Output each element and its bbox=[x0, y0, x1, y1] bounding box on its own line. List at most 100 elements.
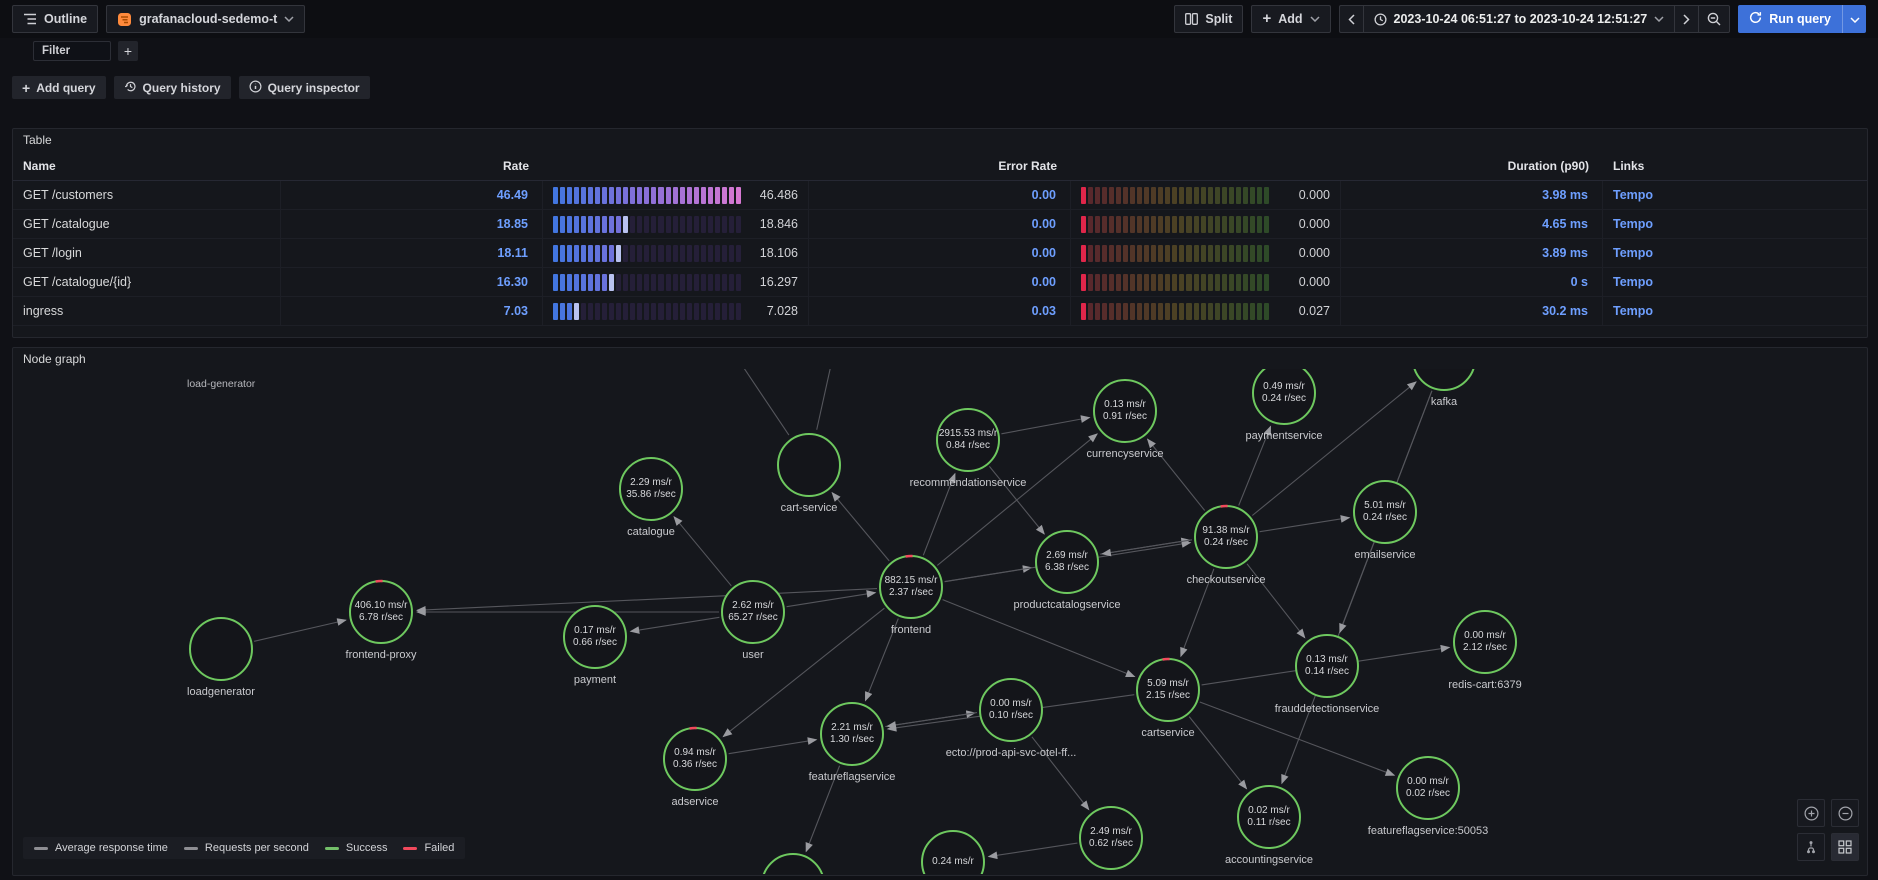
outline-button[interactable]: Outline bbox=[12, 5, 99, 33]
graph-node-arc-partial[interactable] bbox=[760, 852, 826, 874]
gauge-segment bbox=[553, 273, 559, 291]
run-query-button[interactable]: Run query bbox=[1738, 5, 1866, 33]
gauge-segment bbox=[700, 215, 706, 233]
col-links[interactable]: Links bbox=[1613, 158, 1645, 173]
duration-link[interactable]: 3.98 ms bbox=[1341, 181, 1603, 209]
zoom-out-button[interactable] bbox=[1831, 799, 1859, 827]
error-rate-link[interactable]: 0.00 bbox=[809, 181, 1071, 209]
graph-node-cart-service[interactable] bbox=[776, 432, 842, 498]
gauge-segment bbox=[1221, 186, 1227, 204]
gauge-segment bbox=[1193, 215, 1199, 233]
datasource-picker[interactable]: grafanacloud-sedemo-t bbox=[106, 5, 306, 33]
gauge-segment bbox=[1186, 302, 1192, 320]
error-rate-link[interactable]: 0.00 bbox=[809, 239, 1071, 267]
col-error-rate[interactable]: Error Rate bbox=[998, 158, 1057, 173]
col-duration[interactable]: Duration (p90) bbox=[1507, 158, 1589, 173]
error-rate-link[interactable]: 0.00 bbox=[809, 268, 1071, 296]
rate-gauge-cell: 16.297 bbox=[543, 268, 809, 296]
tempo-link[interactable]: Tempo bbox=[1613, 188, 1654, 202]
query-history-button[interactable]: Query history bbox=[113, 76, 231, 99]
rate-value-link[interactable]: 16.30 bbox=[281, 268, 543, 296]
layout-hierarchy-button[interactable] bbox=[1797, 833, 1825, 861]
gauge-segment bbox=[679, 215, 685, 233]
col-name[interactable]: Name bbox=[23, 158, 56, 173]
time-shift-back-button[interactable] bbox=[1338, 5, 1363, 33]
add-button[interactable]: + Add bbox=[1251, 5, 1331, 33]
tempo-link[interactable]: Tempo bbox=[1613, 275, 1654, 289]
time-shift-forward-button[interactable] bbox=[1674, 5, 1699, 33]
node-ring-icon bbox=[1353, 480, 1417, 544]
duration-link[interactable]: 4.65 ms bbox=[1341, 210, 1603, 238]
filter-field[interactable]: Filter bbox=[33, 41, 111, 61]
node-avg-response: 2.29 ms/r bbox=[630, 476, 672, 488]
gauge-segment bbox=[588, 186, 594, 204]
error-rate-link[interactable]: 0.03 bbox=[809, 297, 1071, 325]
node-req-per-sec: 0.36 r/sec bbox=[673, 759, 717, 770]
graph-node-node-024[interactable]: 0.24 ms/r bbox=[920, 829, 986, 874]
gauge-segment bbox=[728, 273, 734, 291]
gauge-segment bbox=[672, 186, 678, 204]
zoom-in-button[interactable] bbox=[1797, 799, 1825, 827]
tempo-link[interactable]: Tempo bbox=[1613, 246, 1654, 260]
grid-view-button[interactable] bbox=[1831, 833, 1859, 861]
duration-link[interactable]: 0 s bbox=[1341, 268, 1603, 296]
gauge-segment bbox=[1095, 215, 1101, 233]
chevron-down-icon bbox=[1310, 16, 1320, 22]
gauge-segment bbox=[700, 302, 706, 320]
query-inspector-button[interactable]: Query inspector bbox=[238, 76, 370, 99]
rate-value-link[interactable]: 46.49 bbox=[281, 181, 543, 209]
error-gauge-value: 0.000 bbox=[1298, 246, 1330, 260]
run-query-options[interactable] bbox=[1842, 5, 1866, 33]
col-rate[interactable]: Rate bbox=[502, 158, 529, 173]
tempo-link[interactable]: Tempo bbox=[1613, 304, 1654, 318]
zoom-out-time-button[interactable] bbox=[1698, 5, 1731, 33]
gauge-segment bbox=[700, 244, 706, 262]
graph-edge bbox=[416, 588, 878, 614]
split-button[interactable]: Split bbox=[1174, 5, 1244, 33]
node-req-per-sec: 0.91 r/sec bbox=[1103, 411, 1147, 422]
time-range-picker[interactable]: 2023-10-24 06:51:27 to 2023-10-24 12:51:… bbox=[1362, 5, 1675, 33]
rate-value-link[interactable]: 18.85 bbox=[281, 210, 543, 238]
rate-value-link[interactable]: 18.11 bbox=[281, 239, 543, 267]
duration-link[interactable]: 3.89 ms bbox=[1341, 239, 1603, 267]
tempo-link[interactable]: Tempo bbox=[1613, 217, 1654, 231]
error-rate-link[interactable]: 0.00 bbox=[809, 210, 1071, 238]
gauge-segment bbox=[616, 302, 622, 320]
node-ring-icon bbox=[979, 678, 1043, 742]
duration-link[interactable]: 30.2 ms bbox=[1341, 297, 1603, 325]
legend-item: Success bbox=[324, 842, 387, 854]
gauge-segment bbox=[1116, 186, 1122, 204]
node-label: catalogue bbox=[627, 526, 675, 538]
gauge-segment bbox=[1102, 273, 1108, 291]
add-query-button[interactable]: + Add query bbox=[12, 76, 106, 99]
node-label: redis-cart:6379 bbox=[1448, 679, 1522, 691]
gauge-segment bbox=[595, 244, 601, 262]
graph-node-kafka[interactable] bbox=[1411, 369, 1477, 392]
rate-value-link[interactable]: 7.03 bbox=[281, 297, 543, 325]
add-filter-button[interactable]: + bbox=[118, 41, 138, 61]
node-req-per-sec: 0.10 r/sec bbox=[989, 710, 1033, 721]
graph-node-loadgenerator[interactable] bbox=[188, 616, 254, 682]
